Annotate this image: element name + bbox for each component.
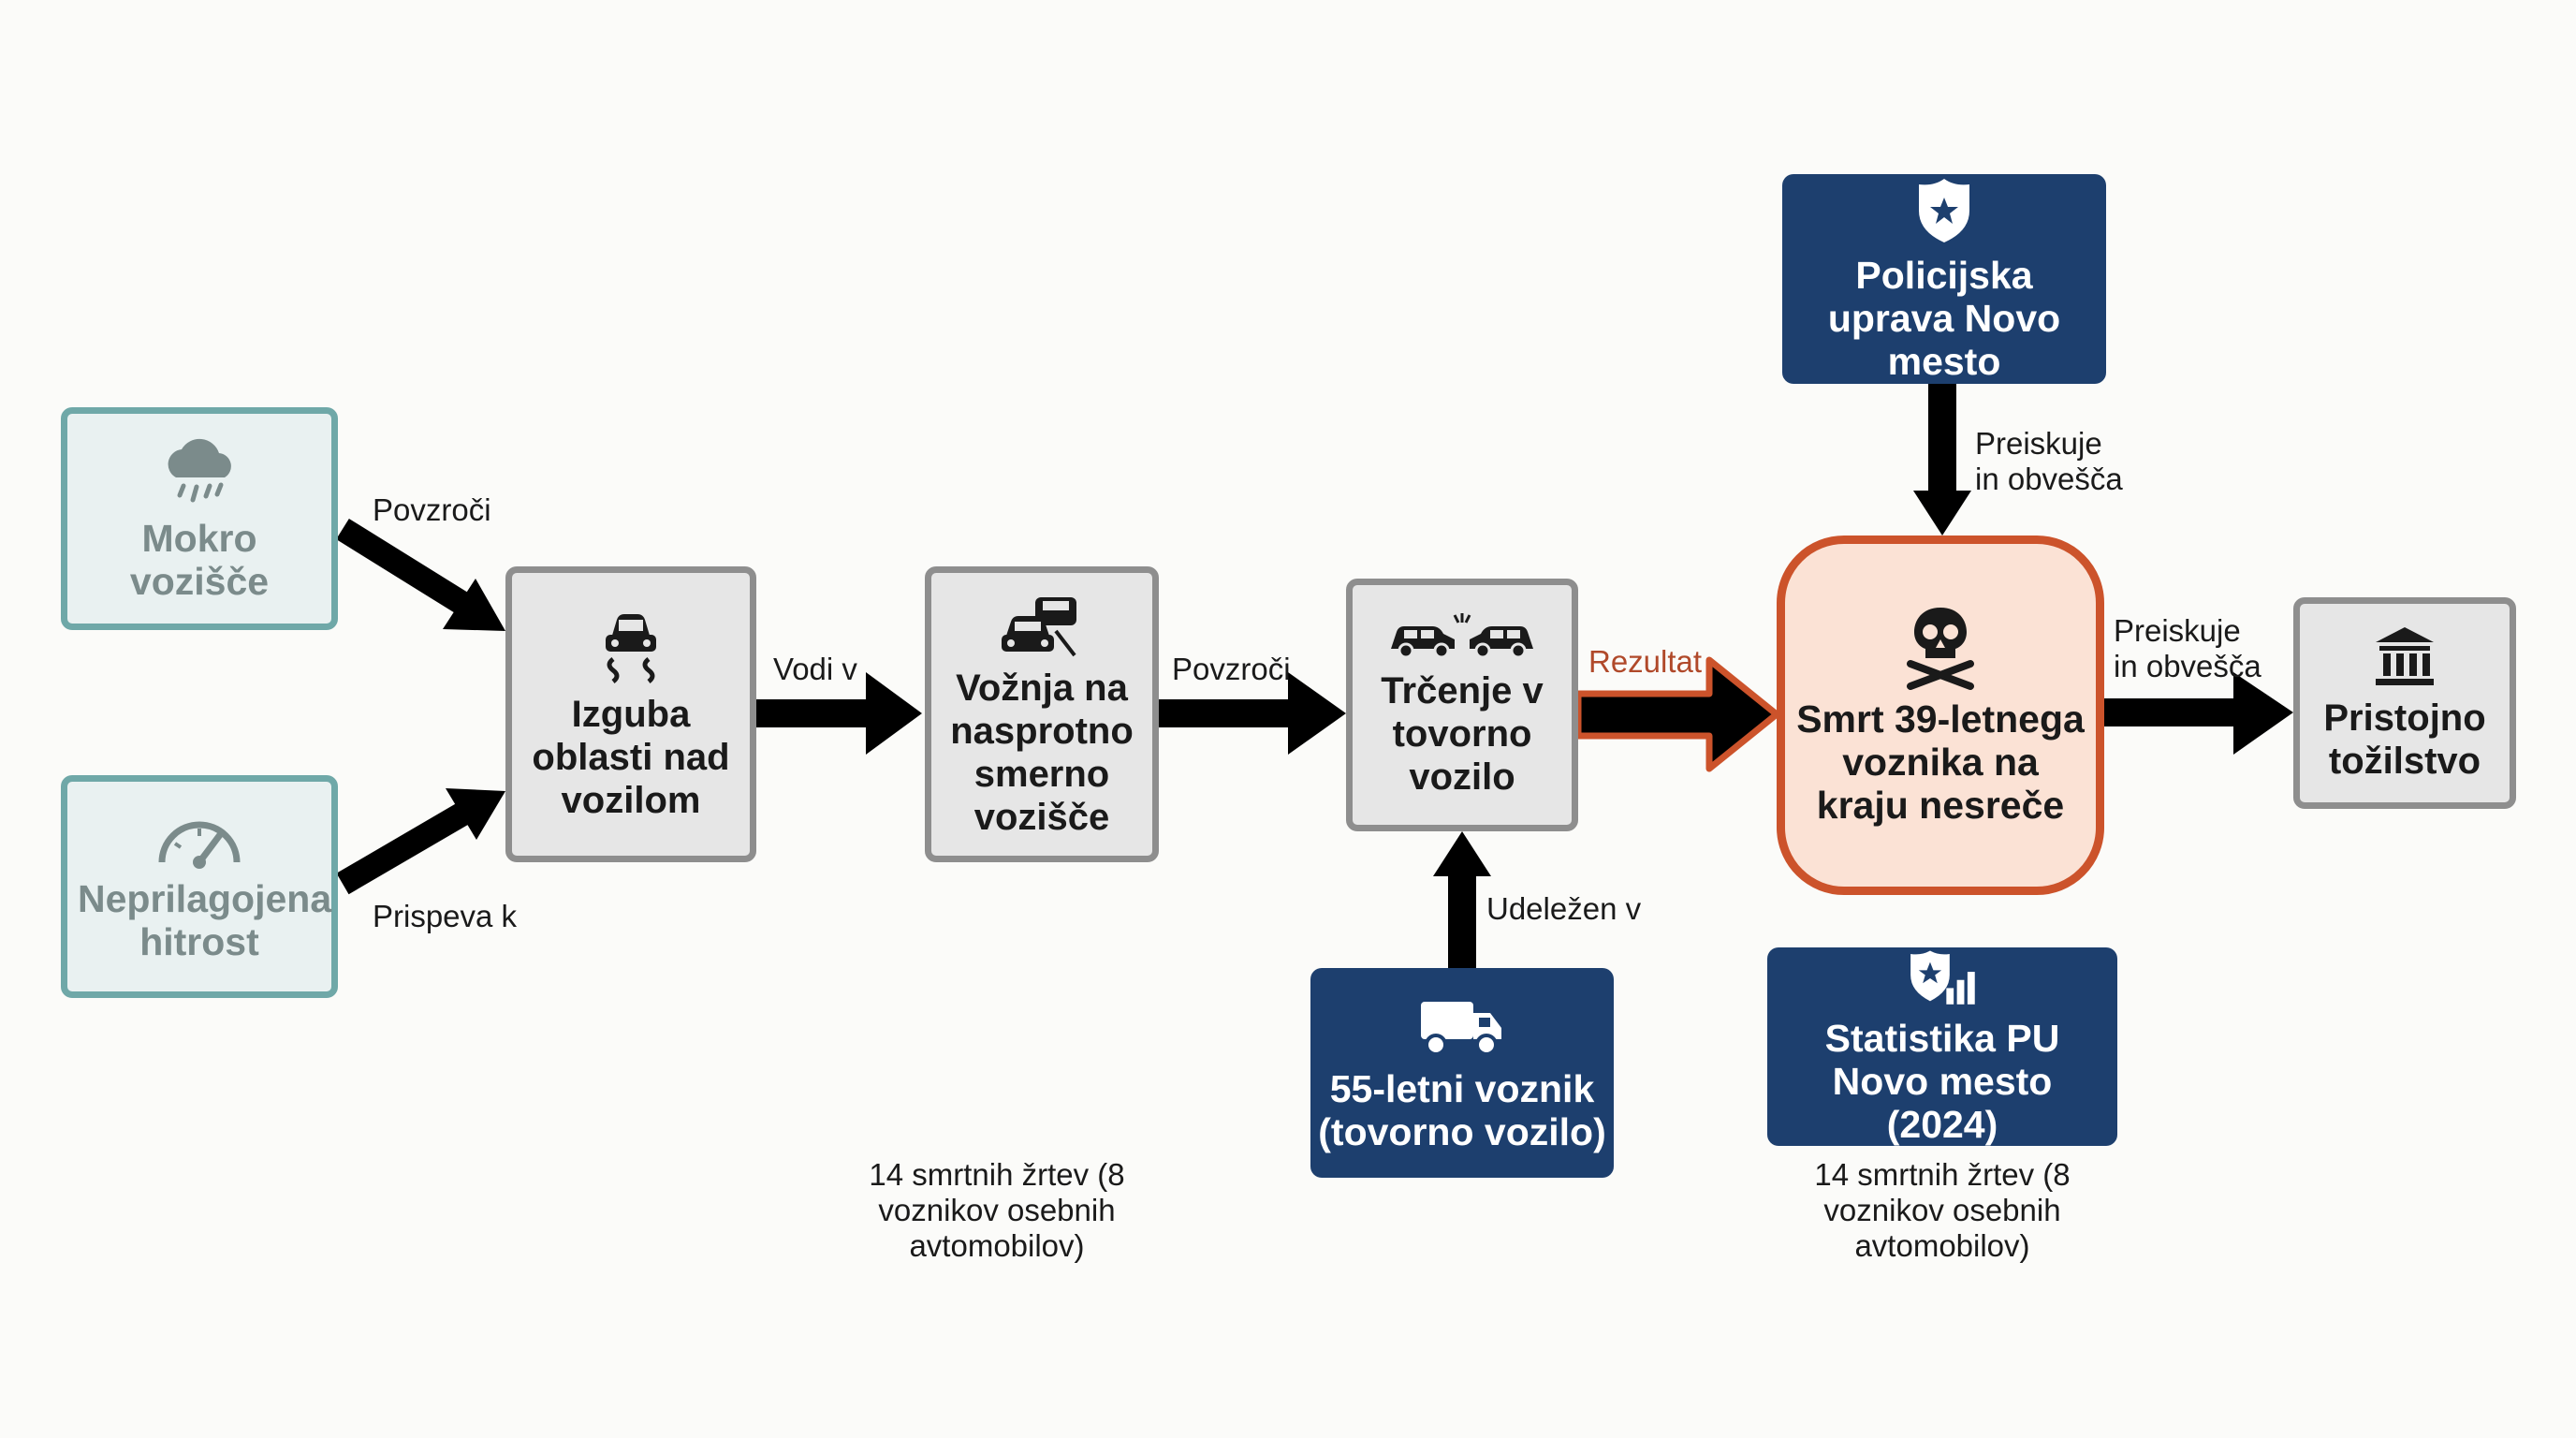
arrow-voznik55-to-trcenje bbox=[1433, 831, 1491, 968]
node-neprilagojena-hitrost: Neprilagojena hitrost bbox=[61, 775, 338, 998]
arrow-smrt-to-tozilstvo bbox=[2104, 672, 2293, 755]
node-voznik55: 55-letni voznik (tovorno vozilo) bbox=[1310, 968, 1614, 1178]
rain-cloud-icon bbox=[168, 438, 231, 503]
speedometer-icon bbox=[158, 821, 241, 869]
edge-label-voznja-trcenje: Povzroči bbox=[1172, 652, 1291, 686]
truck-icon bbox=[1421, 1002, 1501, 1056]
arrow-policija-to-smrt bbox=[1913, 384, 1971, 536]
trcenje-label: Trčenje v tovorno vozilo bbox=[1381, 670, 1544, 798]
edge-label-smrt-tozilstvo: Preiskuje in obvešča bbox=[2114, 613, 2261, 683]
edge-label-hitrost-izguba: Prispeva k bbox=[373, 899, 518, 933]
hitrost-label: Neprilagojena hitrost bbox=[78, 877, 332, 963]
voznja-label: Vožnja na nasprotno smerno vozišče bbox=[950, 668, 1134, 838]
node-policija: Policijska uprava Novo mesto bbox=[1782, 174, 2106, 384]
statistika-label: Statistika PU Novo mesto (2024) bbox=[1824, 1017, 2060, 1146]
node-tozilstvo: Pristojno tožilstvo bbox=[2293, 597, 2516, 809]
note-left-statistics: 14 smrtnih žrtev (8 voznikov osebnih avt… bbox=[869, 1157, 1125, 1263]
skull-crossbones-icon bbox=[1907, 608, 1974, 690]
policija-label: Policijska uprava Novo mesto bbox=[1827, 254, 2061, 383]
arrow-hitrost-to-izguba bbox=[336, 788, 505, 895]
node-voznja-nasprotno: Vožnja na nasprotno smerno vozišče bbox=[925, 566, 1159, 862]
tozilstvo-label: Pristojno tožilstvo bbox=[2323, 697, 2486, 782]
mokro-label: Mokro vozišče bbox=[129, 517, 270, 603]
izguba-label: Izguba oblasti nad vozilom bbox=[532, 694, 730, 821]
voznik55-label: 55-letni voznik (tovorno vozilo) bbox=[1318, 1067, 1606, 1153]
edge-label-trcenje-smrt: Rezultat bbox=[1588, 644, 1703, 679]
oncoming-cars-icon bbox=[1002, 597, 1076, 657]
arrow-mokro-to-izguba bbox=[336, 518, 505, 631]
note-right-statistics: 14 smrtnih žrtev (8 voznikov osebnih avt… bbox=[1814, 1157, 2071, 1263]
edge-label-policija-smrt: Preiskuje in obvešča bbox=[1975, 426, 2123, 496]
node-smrt: Smrt 39-letnega voznika na kraju nesreče bbox=[1777, 536, 2104, 895]
courthouse-icon bbox=[2376, 627, 2434, 685]
arrow-izguba-to-voznja bbox=[756, 672, 922, 755]
arrow-trcenje-to-smrt bbox=[1574, 656, 1780, 772]
police-badge-icon bbox=[1919, 179, 1969, 242]
skidding-car-icon bbox=[606, 614, 656, 683]
edge-label-mokro-izguba: Povzroči bbox=[373, 492, 491, 527]
smrt-label: Smrt 39-letnega voznika na kraju nesreče bbox=[1796, 697, 2085, 827]
node-mokro-vozisce: Mokro vozišče bbox=[61, 407, 338, 630]
badge-chart-icon bbox=[1910, 950, 1975, 1005]
node-statistika: Statistika PU Novo mesto (2024) bbox=[1767, 947, 2117, 1146]
node-izguba-oblasti: Izguba oblasti nad vozilom bbox=[505, 566, 756, 862]
car-collision-icon bbox=[1391, 613, 1533, 659]
edge-label-izguba-voznja: Vodi v bbox=[773, 652, 857, 686]
node-trcenje: Trčenje v tovorno vozilo bbox=[1346, 579, 1578, 831]
edge-label-voznik55-trcenje: Udeležen v bbox=[1486, 891, 1642, 926]
arrow-voznja-to-trcenje bbox=[1159, 672, 1346, 755]
